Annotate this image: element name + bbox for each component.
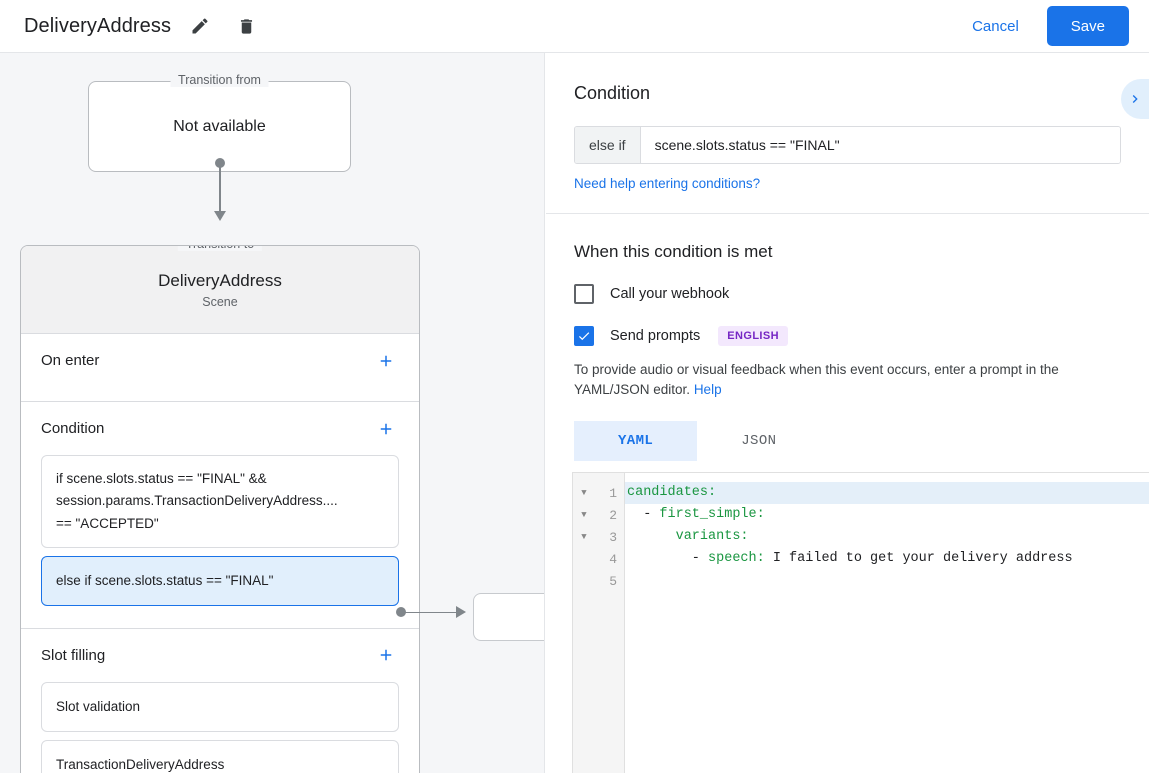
yaml-text-token: - — [627, 507, 660, 522]
save-button[interactable]: Save — [1046, 6, 1129, 46]
node-section-title: On enter — [41, 352, 100, 369]
connector-line-vertical — [219, 163, 221, 213]
tab-json[interactable]: JSON — [741, 432, 777, 449]
node-list-item[interactable]: TransactionDeliveryAddress — [41, 739, 399, 773]
condition-prefix-label: else if — [575, 127, 641, 163]
condition-item-selected[interactable]: else if scene.slots.status == "FINAL" — [41, 555, 399, 606]
page-title: DeliveryAddress — [24, 14, 172, 37]
yaml-text-token: - — [627, 551, 709, 566]
editor-line-number: 5 — [609, 573, 617, 589]
add-item-button[interactable] — [373, 348, 399, 374]
add-item-button[interactable] — [373, 642, 399, 668]
flow-canvas[interactable]: Transition from Not available Transition… — [0, 53, 545, 773]
editor-line-number: 4 — [609, 551, 617, 567]
editor-line-number: 2 — [609, 507, 617, 523]
plus-icon — [380, 423, 392, 434]
transition-from-legend: Transition from — [170, 73, 269, 87]
pencil-icon — [192, 18, 208, 34]
editor-code-area[interactable]: candidates: - first_simple: variants: - … — [625, 473, 1149, 773]
transition-to-legend: Transition to — [177, 246, 263, 251]
tab-yaml[interactable]: YAML — [574, 420, 698, 461]
yaml-key-token: variants: — [675, 529, 749, 544]
transition-to-header: DeliveryAddress Scene — [21, 246, 419, 334]
collapse-panel-button[interactable] — [1121, 79, 1149, 119]
node-section: Condition if scene.slots.status == "FINAL… — [21, 402, 419, 629]
yaml-key-token: speech: — [708, 551, 765, 566]
edit-button[interactable] — [183, 9, 217, 43]
editor-format-tabs: YAML JSON — [574, 420, 1121, 461]
connector-arrow-down — [214, 211, 226, 221]
node-section-header: On enter — [41, 334, 399, 387]
language-badge: ENGLISH — [718, 326, 788, 346]
cancel-button[interactable]: Cancel — [958, 10, 1033, 43]
yaml-text-token — [627, 529, 676, 544]
node-list-item[interactable]: if scene.slots.status == "FINAL" && sess… — [41, 455, 399, 548]
node-section: On enter — [21, 334, 419, 402]
transition-to-subtitle: Scene — [202, 294, 238, 309]
target-node-placeholder[interactable] — [473, 593, 544, 641]
transition-from-value: Not available — [173, 117, 266, 135]
editor-gutter-line: ▼1 — [573, 482, 624, 504]
condition-editor-row[interactable]: else if — [574, 126, 1121, 164]
panel-divider — [546, 213, 1149, 214]
fold-triangle-icon[interactable]: ▼ — [581, 488, 587, 498]
checkmark-icon — [578, 332, 590, 341]
send-prompts-description-text: To provide audio or visual feedback when… — [574, 362, 1059, 398]
plus-icon — [380, 650, 392, 661]
yaml-key-token: candidates: — [627, 485, 717, 500]
editor-code-line[interactable]: variants: — [625, 526, 1149, 548]
editor-line-number: 3 — [609, 529, 617, 545]
editor-code-line[interactable]: candidates: — [625, 482, 1149, 504]
trash-icon — [240, 18, 252, 34]
node-section-title: Slot filling — [41, 646, 106, 664]
when-condition-met-section: When this condition is met Call your web… — [546, 214, 1149, 461]
when-met-heading: When this condition is met — [574, 242, 773, 261]
condition-section: Condition else if Need help entering con… — [546, 53, 1149, 213]
webhook-row[interactable]: Call your webhook — [574, 284, 1121, 304]
top-app-bar: DeliveryAddress Cancel Save — [0, 0, 1149, 53]
connector-arrow-right — [456, 606, 466, 618]
fold-triangle-icon[interactable]: ▼ — [581, 510, 587, 520]
node-section-header: Slot filling — [41, 629, 399, 682]
plus-icon — [380, 355, 392, 366]
node-section-header: Condition — [41, 402, 399, 455]
node-section-title: Condition — [41, 420, 105, 437]
editor-code-line[interactable]: - speech: I failed to get your delivery … — [625, 548, 1149, 570]
call-webhook-checkbox[interactable] — [574, 284, 594, 304]
call-webhook-label: Call your webhook — [610, 286, 730, 302]
connector-line-horizontal — [401, 611, 459, 613]
send-prompts-checkbox[interactable] — [574, 326, 594, 346]
transition-from-node[interactable]: Transition from Not available — [88, 73, 351, 172]
transition-to-title: DeliveryAddress — [158, 270, 282, 290]
delete-button[interactable] — [229, 9, 263, 43]
help-link[interactable]: Help — [693, 382, 722, 398]
transition-to-node[interactable]: Transition to DeliveryAddress Scene On e… — [20, 245, 420, 773]
send-prompts-description: To provide audio or visual feedback when… — [574, 360, 1121, 401]
editor-gutter-line: ▼3 — [573, 526, 624, 548]
yaml-key-token: first_simple: — [659, 507, 765, 522]
yaml-text-token: I failed to get your delivery address — [764, 551, 1073, 566]
node-list-item[interactable]: Slot validation — [41, 681, 399, 732]
editor-gutter-line: 5 — [573, 570, 624, 592]
editor-code-line[interactable] — [625, 570, 1149, 592]
editor-gutter-line: 4 — [573, 548, 624, 570]
send-prompts-row[interactable]: Send prompts ENGLISH — [574, 326, 1121, 346]
condition-help-link[interactable]: Need help entering conditions? — [574, 176, 761, 191]
condition-expression-input[interactable] — [640, 127, 1120, 163]
editor-gutter-line: ▼2 — [573, 504, 624, 526]
chevron-right-icon — [1132, 95, 1138, 103]
editor-code-line[interactable]: - first_simple: — [625, 504, 1149, 526]
editor-line-number: 1 — [609, 485, 617, 501]
send-prompts-label: Send prompts — [610, 328, 701, 344]
add-item-button[interactable] — [373, 416, 399, 442]
condition-heading: Condition — [574, 83, 651, 103]
fold-triangle-icon[interactable]: ▼ — [581, 532, 587, 542]
